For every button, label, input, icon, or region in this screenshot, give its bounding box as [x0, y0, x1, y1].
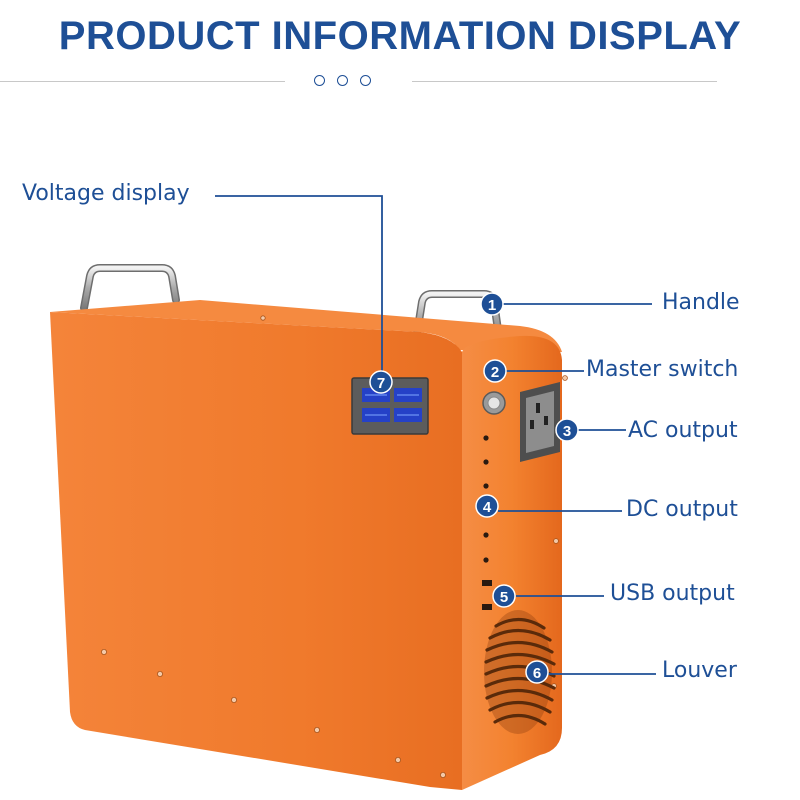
- dc-output-jacks: [483, 435, 489, 563]
- ac-outlet: [520, 382, 560, 462]
- badge-5: 5: [492, 584, 516, 608]
- badge-number: 4: [483, 499, 492, 516]
- usb-ports: [482, 580, 492, 610]
- badge-2: 2: [483, 359, 507, 383]
- badge-number: 7: [377, 375, 385, 392]
- callout-label-handle: Handle: [662, 290, 740, 315]
- header-divider-right: [412, 81, 717, 82]
- dot-icon: [314, 75, 325, 86]
- badge-number: 6: [533, 665, 541, 682]
- handle-left: [80, 264, 180, 312]
- louver-grille: [484, 610, 556, 734]
- badge-number: 3: [563, 423, 571, 440]
- device-top-face: [50, 300, 562, 352]
- leader-lines: [215, 195, 656, 675]
- callout-label-louver: Louver: [662, 658, 737, 683]
- header-divider-left: [0, 81, 285, 82]
- badge-7: 7: [369, 370, 393, 394]
- header-dots: [314, 75, 371, 86]
- dot-icon: [337, 75, 348, 86]
- page-title: PRODUCT INFORMATION DISPLAY: [58, 14, 742, 58]
- callout-label-voltage-display: Voltage display: [22, 181, 190, 206]
- master-switch: [482, 391, 506, 415]
- badge-6: 6: [525, 660, 549, 684]
- badge-1: 1: [480, 292, 504, 316]
- screws: [101, 315, 568, 779]
- badge-number: 2: [491, 364, 499, 381]
- callout-label-dc-output: DC output: [626, 497, 738, 522]
- voltage-display: [351, 377, 429, 435]
- callout-label-ac-output: AC output: [628, 418, 738, 443]
- badge-3: 3: [555, 418, 579, 442]
- badge-number: 1: [488, 297, 496, 314]
- dot-icon: [360, 75, 371, 86]
- callout-label-usb-output: USB output: [610, 581, 735, 606]
- callout-label-master-switch: Master switch: [586, 357, 739, 382]
- badge-number: 5: [500, 589, 508, 606]
- badge-4: 4: [475, 494, 499, 518]
